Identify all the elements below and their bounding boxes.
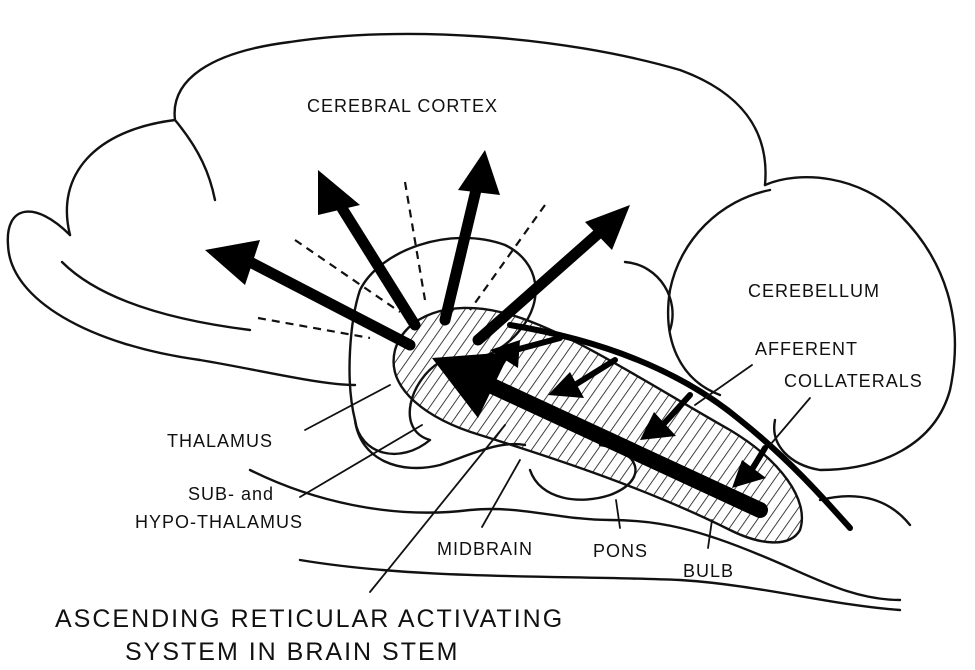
projection-arrow-left-shaft bbox=[244, 256, 416, 351]
leader-bulb bbox=[707, 519, 713, 549]
collateral-2 bbox=[567, 357, 618, 391]
afferent-main-fiber bbox=[507, 322, 853, 531]
dashed-projection-3 bbox=[403, 181, 427, 301]
label-hypo-thalamus: HYPO-THALAMUS bbox=[135, 512, 303, 532]
label-sub-and: SUB- and bbox=[188, 484, 274, 504]
collateral-arrowhead-2 bbox=[548, 372, 584, 398]
dashed-projections bbox=[257, 181, 546, 340]
projection-arrow-up-shaft bbox=[439, 184, 482, 326]
label-pons: PONS bbox=[593, 541, 648, 561]
leader-caption bbox=[369, 424, 506, 593]
brain-outline bbox=[6, 32, 957, 612]
label-cerebellum: CEREBELLUM bbox=[748, 281, 880, 301]
label-afferent: AFFERENT bbox=[755, 339, 858, 359]
dashed-projection-4 bbox=[469, 204, 546, 311]
projection-arrow-upright-shaft bbox=[472, 226, 606, 346]
label-bulb: BULB bbox=[683, 561, 734, 581]
caption-line-1: ASCENDING RETICULAR ACTIVATING bbox=[55, 605, 564, 633]
dashed-projection-1 bbox=[257, 316, 371, 340]
brainstem-lower-outline bbox=[298, 558, 902, 612]
arrowhead-upleft bbox=[318, 170, 360, 215]
medulla-outline bbox=[818, 494, 912, 527]
projection-arrow-upleft-shaft bbox=[334, 199, 421, 331]
frontal-lobe-outline bbox=[173, 118, 217, 202]
collateral-arrowhead-1 bbox=[490, 340, 520, 368]
cerebellum-fold bbox=[623, 260, 674, 332]
frontal-inner-outline bbox=[60, 260, 252, 332]
cerebellum-outline bbox=[763, 176, 957, 472]
afferent-pathway bbox=[490, 322, 853, 531]
leader-hypothalamus bbox=[299, 424, 423, 498]
hypothalamus-outline bbox=[353, 418, 527, 470]
arrowhead-upright bbox=[585, 205, 630, 250]
label-cerebral-cortex: CEREBRAL CORTEX bbox=[307, 96, 498, 116]
label-collaterals: COLLATERALS bbox=[784, 371, 923, 391]
arrowhead-left bbox=[205, 240, 260, 285]
main-arrow-shaft bbox=[482, 377, 768, 518]
collateral-arrowhead-3 bbox=[640, 412, 676, 440]
leader-collaterals bbox=[769, 397, 811, 446]
leader-midbrain bbox=[481, 459, 521, 528]
ascending-projections bbox=[205, 150, 630, 351]
arrowhead-up bbox=[458, 150, 500, 195]
cerebellum-inner-outline bbox=[666, 188, 772, 397]
midbrain-pons-outline bbox=[248, 468, 902, 602]
cerebral-cortex-outline bbox=[65, 32, 767, 237]
main-ascending-arrow bbox=[432, 352, 768, 518]
label-midbrain: MIDBRAIN bbox=[437, 539, 533, 559]
collateral-3 bbox=[657, 392, 693, 431]
leader-afferent bbox=[694, 364, 753, 406]
olfactory-bulb-outline bbox=[6, 210, 357, 387]
leader-thalamus bbox=[304, 384, 391, 431]
caption-line-2: SYSTEM IN BRAIN STEM bbox=[125, 638, 459, 666]
label-thalamus: THALAMUS bbox=[167, 431, 273, 451]
collateral-arrowhead-4 bbox=[732, 460, 766, 488]
dashed-projection-2 bbox=[294, 239, 401, 313]
leader-pons bbox=[615, 499, 621, 529]
main-arrowhead bbox=[432, 352, 510, 418]
leader-lines bbox=[299, 364, 811, 593]
